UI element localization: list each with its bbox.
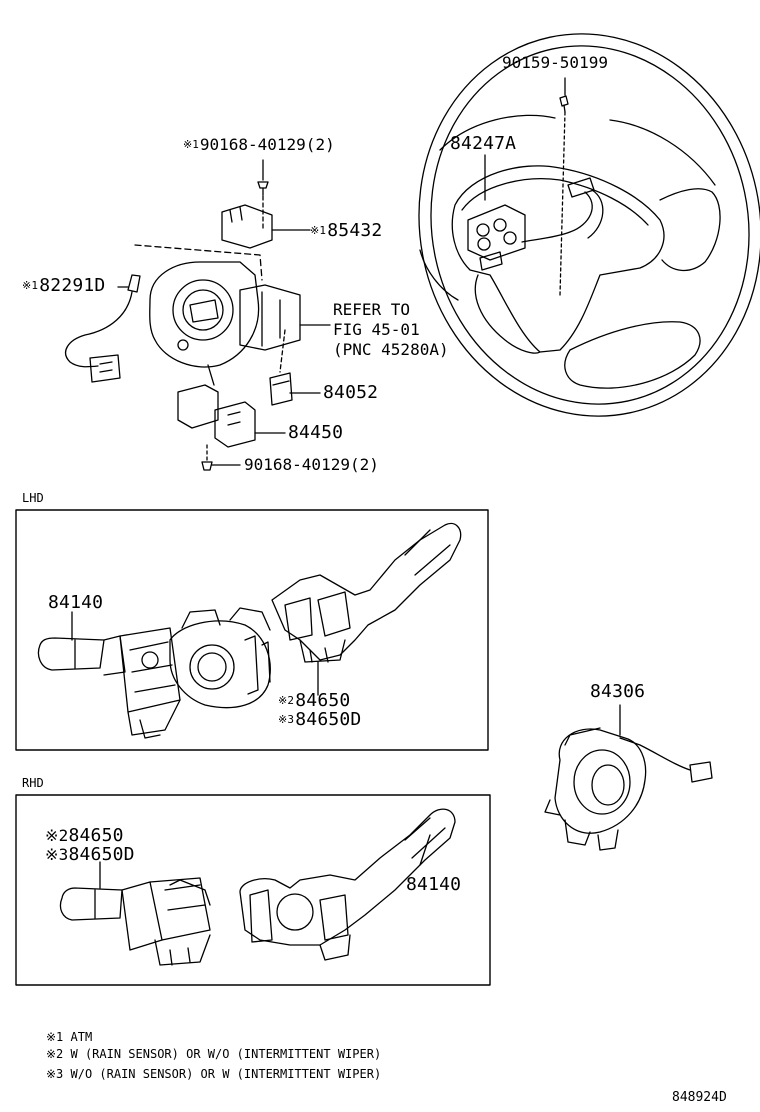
refer-note: REFER TO FIG 45-01 (PNC 45280A): [333, 300, 449, 360]
figure-code: 848924D: [672, 1090, 727, 1105]
rhd-label-84140: 84140: [406, 874, 462, 895]
lhd-box: [15, 509, 489, 751]
note-3: ※3 W/O (RAIN SENSOR) OR W (INTERMITTENT …: [46, 1067, 382, 1081]
mark-1: ※1: [183, 138, 199, 151]
screw-top-number: 90168-40129(2): [199, 135, 335, 154]
switch-assembly-drawing: [65, 159, 331, 471]
rhd-label-84650d: ※384650D: [45, 846, 135, 864]
note-2: ※2 W (RAIN SENSOR) OR W/O (INTERMITTENT …: [46, 1047, 382, 1061]
label-85432: ※185432: [310, 222, 382, 240]
label-screw-bottom: 90168-40129(2): [244, 455, 379, 474]
rhd-switch-drawing: [59, 808, 456, 966]
lhd-84650d-number: 84650D: [295, 709, 362, 730]
refer-line-3: (PNC 45280A): [333, 340, 449, 359]
label-84450: 84450: [288, 422, 344, 443]
mark-2: ※2: [278, 694, 295, 707]
note-1: ※1 ATM: [46, 1030, 93, 1044]
mark-2: ※2: [45, 826, 69, 845]
mark-1: ※1: [22, 279, 39, 292]
steering-wheel-drawing: [418, 33, 760, 417]
lhd-switch-drawing: [37, 522, 462, 739]
spiral-cable-drawing: [544, 704, 713, 851]
label-82291d: ※182291D: [22, 277, 105, 295]
label-84052: 84052: [323, 382, 379, 403]
part-82291d-number: 82291D: [39, 275, 106, 296]
lhd-label-84650: ※284650: [278, 692, 350, 710]
label-90159-50199: 90159-50199: [502, 53, 608, 72]
rhd-label-84650: ※284650: [45, 827, 124, 845]
rhd-box: [15, 794, 491, 986]
part-85432-number: 85432: [327, 220, 383, 241]
mark-1: ※1: [310, 224, 327, 237]
lhd-label-84650d: ※384650D: [278, 711, 361, 729]
rhd-84650d-number: 84650D: [68, 844, 135, 865]
lhd-label-84140: 84140: [48, 592, 104, 613]
rhd-title: RHD: [22, 776, 44, 790]
label-84306: 84306: [590, 681, 646, 702]
label-screw-top: ※190168-40129(2): [183, 137, 335, 153]
refer-line-1: REFER TO: [333, 300, 411, 319]
rhd-84650-number: 84650: [68, 825, 124, 846]
refer-line-2: FIG 45-01: [333, 320, 420, 339]
label-84247a: 84247A: [450, 133, 517, 154]
mark-3: ※3: [278, 713, 295, 726]
lhd-84650-number: 84650: [295, 690, 351, 711]
mark-3: ※3: [45, 845, 69, 864]
lhd-title: LHD: [22, 491, 44, 505]
